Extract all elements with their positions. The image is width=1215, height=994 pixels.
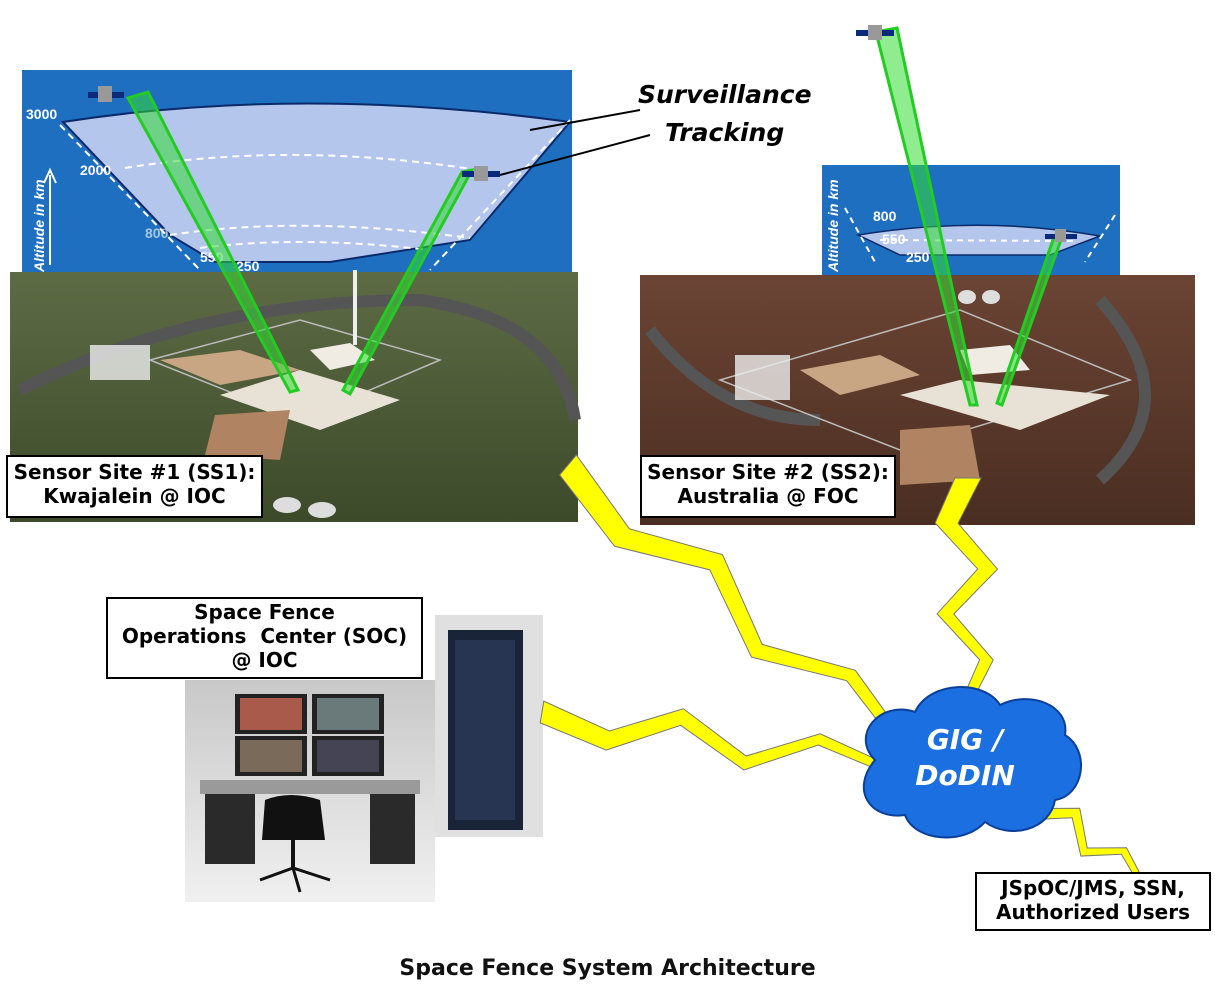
surveillance-label: Surveillance — [638, 80, 812, 109]
site2-label-line1: Sensor Site #2 (SS2): — [647, 460, 889, 484]
users-label-line1: JSpOC/JMS, SSN, — [1001, 876, 1185, 900]
tracking-callout-line — [499, 134, 651, 176]
soc-label-line1: Space Fence — [194, 600, 335, 624]
satellite-icon — [856, 25, 894, 40]
altitude-axis-label: Altitude in km — [31, 179, 47, 273]
network-label-line1: GIG / — [926, 723, 1004, 756]
site1-ground-image — [10, 270, 581, 522]
network-label-line2: DoDIN — [915, 759, 1015, 793]
soc-label-box: Space Fence Operations Center (SOC) @ IO… — [106, 597, 423, 679]
altitude-axis-label: Altitude in km — [825, 179, 841, 273]
users-label-box: JSpOC/JMS, SSN, Authorized Users — [975, 872, 1211, 931]
network-label: GIG / DoDIN — [885, 722, 1045, 795]
users-label-line2: Authorized Users — [996, 900, 1190, 924]
soc-workstation-image — [185, 680, 435, 902]
satellite-icon — [1045, 229, 1077, 242]
radar-beams — [125, 26, 1065, 407]
lightning-bolt-soc-link — [539, 700, 887, 774]
tracking-label: Tracking — [665, 118, 785, 147]
site1-label-line1: Sensor Site #1 (SS1): — [13, 460, 256, 484]
soc-label-line3: @ IOC — [231, 648, 298, 672]
soc-label-line2: Operations Center (SOC) — [121, 624, 408, 648]
site2-coverage-panel: 800 550 250 Altitude in km — [822, 165, 1120, 277]
site2-label-box: Sensor Site #2 (SS2): Australia @ FOC — [640, 455, 896, 518]
tick-2000: 2000 — [80, 162, 111, 178]
tick-3000: 3000 — [26, 106, 57, 122]
satellite-icon — [88, 86, 124, 102]
tick-250: 250 — [236, 258, 260, 274]
tick-800: 800 — [145, 225, 169, 241]
diagram-caption: Space Fence System Architecture — [399, 956, 816, 981]
tick-550: 550 — [882, 231, 906, 247]
site2-beam — [874, 26, 979, 407]
soc-server-rack-image — [435, 615, 543, 837]
communication-links — [539, 454, 1143, 884]
gig-dodin-cloud — [862, 686, 1082, 839]
surveillance-callout-line — [529, 109, 641, 131]
tick-800: 800 — [873, 208, 897, 224]
tick-250: 250 — [906, 249, 930, 265]
satellite-icon — [462, 166, 500, 181]
site2-label-line2: Australia @ FOC — [677, 484, 859, 508]
tracking-beam — [340, 167, 475, 397]
surveillance-beam — [125, 90, 301, 394]
site1-label-line2: Kwajalein @ IOC — [43, 484, 226, 508]
site1-label-box: Sensor Site #1 (SS1): Kwajalein @ IOC — [6, 455, 263, 518]
